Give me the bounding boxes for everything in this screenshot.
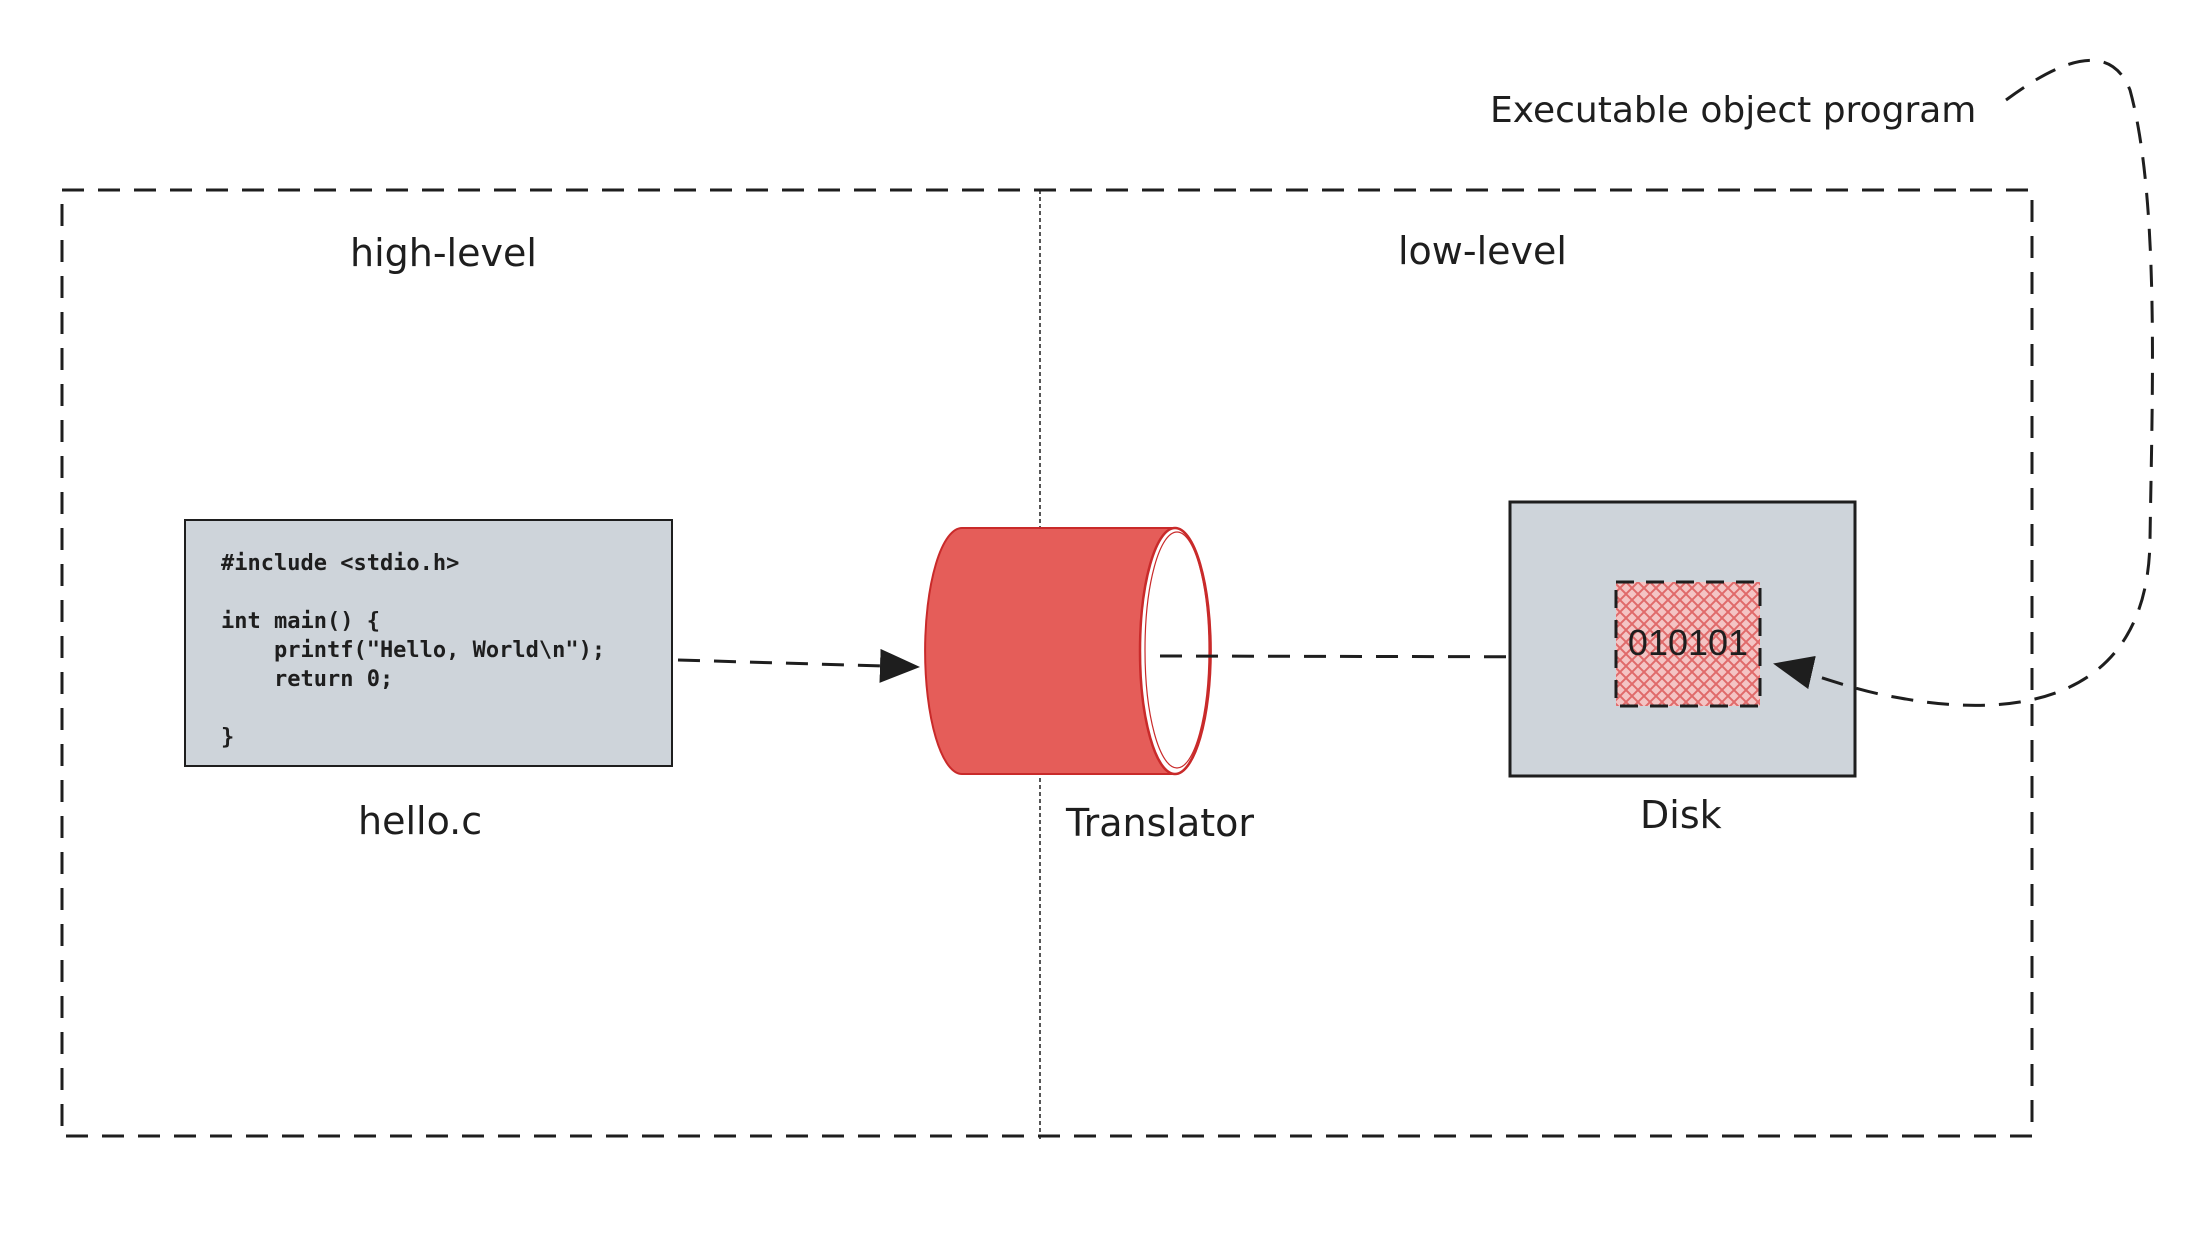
system-boundary	[60, 188, 2034, 1138]
translator-label: Translator	[1065, 801, 1254, 845]
code-line: printf("Hello, World\n");	[221, 638, 605, 663]
code-line: #include <stdio.h>	[221, 551, 459, 576]
high-level-label: high-level	[350, 231, 537, 275]
code-line	[221, 696, 234, 721]
translator-cylinder	[924, 526, 1212, 776]
code-line	[221, 580, 234, 605]
binary-object: 010101	[1614, 580, 1762, 708]
disk-label: Disk	[1640, 793, 1722, 837]
source-file-label: hello.c	[358, 799, 482, 843]
code-line: return 0;	[221, 667, 393, 692]
executable-to-binary-arrow	[1773, 58, 2154, 707]
binary-value: 010101	[1628, 622, 1748, 663]
source-code: #include <stdio.h> int main() { printf("…	[221, 551, 605, 750]
low-level-label: low-level	[1398, 229, 1567, 273]
source-code-box: #include <stdio.h> int main() { printf("…	[184, 519, 673, 767]
code-line: }	[221, 725, 234, 750]
code-to-translator-arrow	[677, 648, 920, 683]
executable-label: Executable object program	[1490, 90, 1976, 131]
code-line: int main() {	[221, 609, 380, 634]
